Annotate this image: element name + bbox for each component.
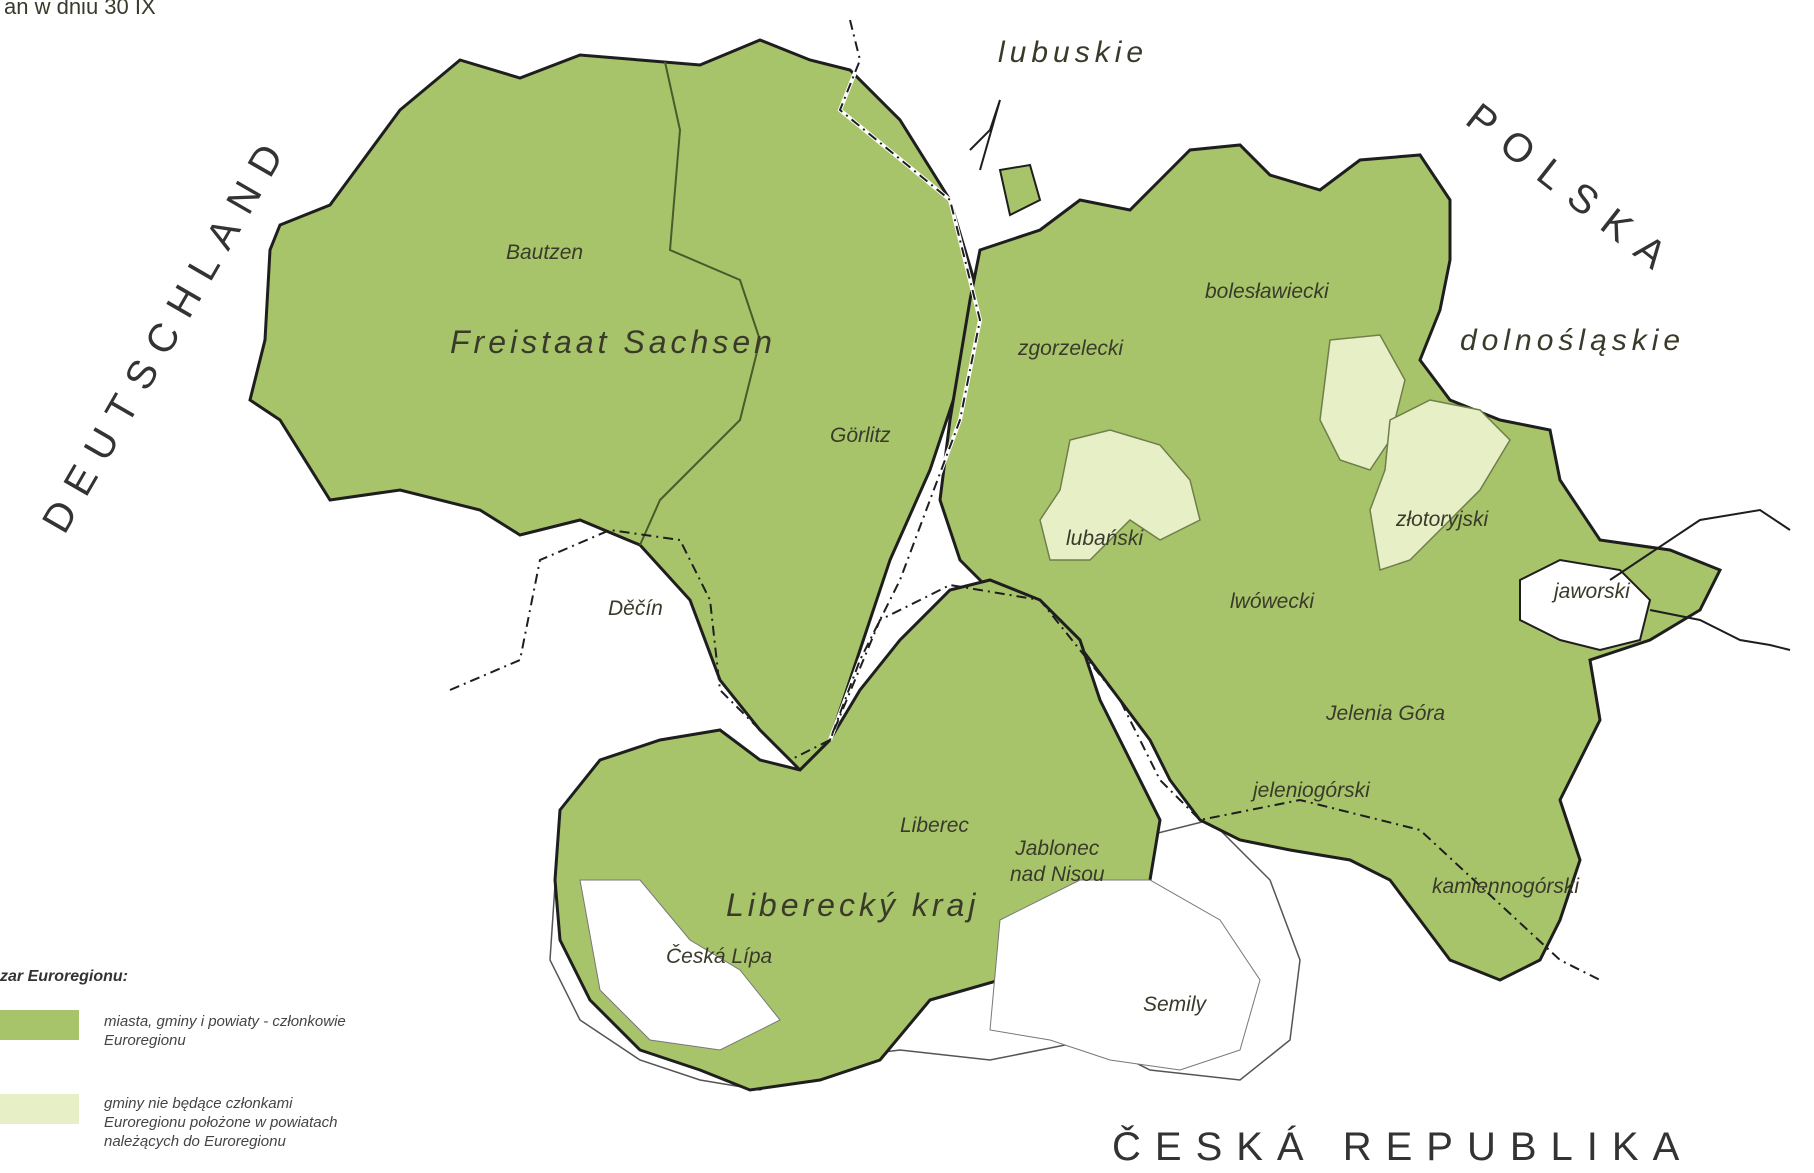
district-kamiennogorski: kamiennogórski (1432, 875, 1580, 898)
district-jelenia-gora: Jelenia Góra (1326, 702, 1446, 725)
jaworski-outside (1519, 558, 1652, 652)
sachsen-region (248, 38, 982, 773)
region-sachsen: Freistaat Sachsen (450, 324, 776, 360)
legend-label-member: miasta, gminy i powiaty - członkowie Eur… (104, 1013, 346, 1049)
region-lubuskie: lubuskie (998, 36, 1149, 69)
bautzen-gorlitz-border (639, 61, 762, 546)
nonmember-zlotoryjski (1369, 399, 1511, 571)
district-jablonec: Jablonec nad Nisou (1010, 837, 1105, 886)
nonmember-boleslawiecki (1319, 334, 1406, 471)
country-cz: ČESKÁ REPUBLIKA (1112, 1125, 1694, 1169)
cz-border-dash (449, 528, 1601, 981)
legend-swatch-nonmember (0, 1094, 79, 1124)
legend-title: zar Euroregionu: (0, 968, 129, 985)
district-zlotoryjski: złotoryjski (1396, 508, 1489, 531)
region-dolnoslaskie: dolnośląskie (1460, 324, 1686, 357)
liberec-white-patches (579, 879, 781, 1051)
legend-label-nonmember: gminy nie będące członkami Euroregionu p… (104, 1095, 338, 1150)
region-liberecky: Liberecký kraj (726, 887, 980, 923)
district-lubanski: lubański (1066, 527, 1144, 550)
district-decin: Děčín (608, 597, 663, 620)
district-lwowecki: lwówecki (1230, 590, 1315, 613)
district-semily: Semily (1143, 993, 1207, 1016)
district-jeleniogorski: jeleniogórski (1253, 779, 1370, 802)
district-gorlitz: Görlitz (830, 424, 891, 447)
semily-white (989, 879, 1261, 1071)
poland-region (938, 143, 1723, 982)
nonmember-lubanski (1039, 429, 1201, 561)
district-ceska-lipa: Česká Lípa (666, 945, 773, 968)
river-east (1649, 609, 1791, 651)
district-liberec: Liberec (900, 814, 969, 837)
river-north (969, 99, 1001, 171)
lubuskie-spur (998, 163, 1042, 217)
district-zgorzelecki: zgorzelecki (1018, 337, 1124, 360)
de-pl-border-dash (829, 19, 982, 741)
district-jaworski: jaworski (1554, 580, 1630, 603)
river-east-2 (1609, 508, 1791, 581)
district-bautzen: Bautzen (506, 241, 584, 264)
district-boleslawiecki: bolesławiecki (1205, 280, 1329, 303)
legend-swatch-member (0, 1010, 79, 1040)
header-fragment: an w dniu 30 IX (4, 0, 156, 19)
